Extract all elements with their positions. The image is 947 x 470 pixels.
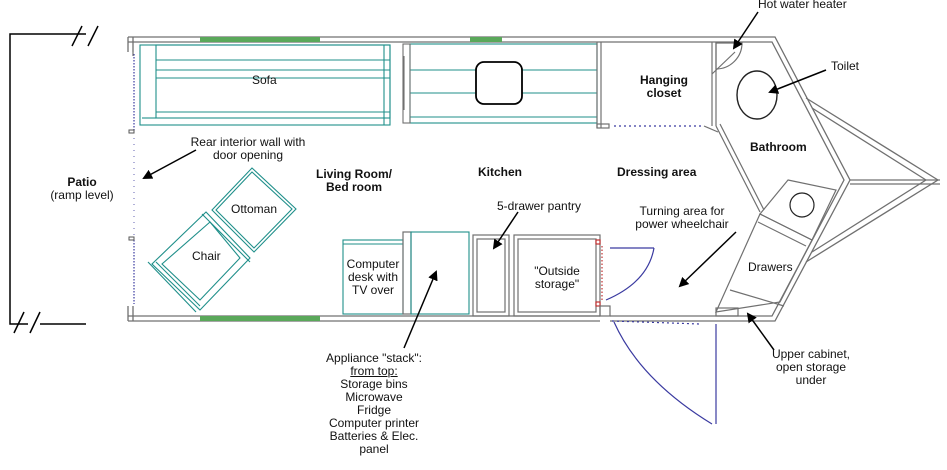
label-computer-desk: Computer desk with TV over: [346, 257, 400, 297]
arrow-rear-wall: [142, 149, 197, 179]
arrow-pantry: [492, 211, 519, 250]
patio-bracket: [9, 25, 99, 334]
windows: [200, 37, 502, 321]
bathroom-sink: [759, 179, 837, 241]
bathroom-wall: [715, 123, 765, 213]
label-hot-water-heater: Hot water heater: [758, 0, 847, 11]
outside-storage: [513, 234, 611, 317]
appliance-stack: [402, 231, 470, 315]
arrow-hot-water: [732, 11, 759, 50]
ottoman: [211, 167, 297, 253]
bathroom-drawers: [714, 213, 813, 317]
arrow-turning: [678, 231, 737, 288]
label-patio: Patio (ramp level): [50, 175, 114, 202]
label-living-room: Living Room/ Bed room: [316, 167, 392, 194]
toilet: [736, 70, 778, 120]
chair: [147, 211, 251, 313]
sofa: [139, 44, 391, 126]
hanging-closet-walls: [596, 42, 736, 133]
arrow-appliance: [403, 270, 438, 349]
label-toilet: Toilet: [831, 59, 860, 73]
label-outside-storage: "Outside storage": [534, 264, 580, 291]
water-heater: [715, 42, 743, 70]
label-kitchen: Kitchen: [478, 165, 523, 179]
annotation-arrows: [142, 11, 827, 351]
arrow-upper-cabinet: [746, 312, 775, 351]
label-rear-interior-wall: Rear interior wall with door opening: [190, 135, 306, 162]
label-chair: Chair: [192, 249, 221, 263]
label-turning-area: Turning area for power wheelchair: [635, 204, 729, 231]
arrow-toilet: [768, 69, 827, 94]
rear-door-opening: [128, 54, 135, 304]
label-drawers: Drawers: [748, 260, 793, 274]
label-sofa: Sofa: [252, 73, 277, 87]
storage-door: [605, 247, 655, 301]
label-pantry: 5-drawer pantry: [497, 199, 582, 213]
label-hanging-closet: Hanging closet: [640, 73, 688, 100]
trailer-hitch: [805, 97, 940, 263]
label-bathroom: Bathroom: [750, 140, 807, 154]
label-upper-cabinet: Upper cabinet, open storage under: [771, 347, 851, 387]
kitchen-counter: [402, 43, 598, 124]
label-dressing-area: Dressing area: [617, 165, 697, 179]
pantry: [472, 234, 510, 317]
label-appliance-stack: Appliance "stack": from top: Storage bin…: [326, 351, 422, 456]
label-ottoman: Ottoman: [231, 202, 278, 216]
entry-door: [611, 320, 717, 425]
